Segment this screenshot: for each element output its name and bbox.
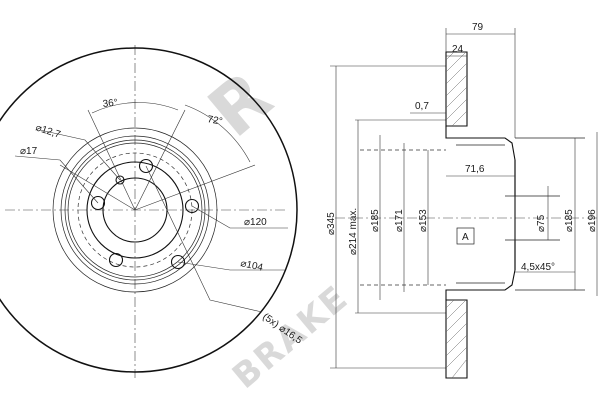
d75-label: ⌀75 bbox=[536, 214, 547, 232]
d196-label: ⌀196 bbox=[587, 209, 598, 232]
d185-right-label: ⌀185 bbox=[564, 209, 575, 232]
chamfer-label: 4,5x45° bbox=[521, 262, 555, 273]
hat-bottom-profile bbox=[445, 240, 516, 300]
hatching bbox=[445, 51, 468, 379]
section-view: A 79 24 0,7 71,6 4,5x45° ⌀345 ⌀214 max. … bbox=[326, 22, 600, 379]
bolt-hole bbox=[90, 195, 106, 211]
d12-7-leader bbox=[39, 129, 121, 181]
hat-ring-3 bbox=[67, 142, 203, 278]
friction-ring-section-bottom bbox=[445, 299, 468, 379]
depth-label: 71,6 bbox=[465, 164, 485, 175]
d104-label: ⌀104 bbox=[239, 258, 264, 274]
friction-ring-inner-edge bbox=[52, 127, 218, 293]
friction-ring-section-top bbox=[445, 51, 468, 127]
d153-label: ⌀153 bbox=[418, 209, 429, 232]
bolt-pitch-circle bbox=[77, 152, 193, 268]
locating-hole bbox=[115, 175, 125, 185]
width-disc-label: 24 bbox=[452, 44, 464, 55]
d120-leader bbox=[191, 205, 288, 229]
hub-contact-circle bbox=[86, 161, 184, 259]
d104-leader bbox=[177, 261, 285, 271]
holes-leader bbox=[145, 165, 263, 313]
bolt-hole bbox=[138, 158, 154, 174]
bolt-holes bbox=[90, 158, 200, 270]
d17-label: ⌀17 bbox=[20, 146, 38, 157]
hat-ring-2 bbox=[64, 139, 206, 281]
datum-box bbox=[456, 227, 475, 245]
angle-36-arc bbox=[91, 102, 179, 114]
angle-72-label: 72° bbox=[206, 114, 223, 127]
watermark-logo-letter: R bbox=[193, 54, 289, 153]
bolt-hole bbox=[108, 252, 124, 268]
hat-top-profile bbox=[445, 126, 516, 196]
d12-7-label: ⌀12,7 bbox=[34, 122, 62, 140]
angle-ref-line bbox=[134, 164, 256, 211]
d17-leader bbox=[14, 155, 99, 204]
angle-ref-line bbox=[134, 109, 186, 211]
hat-outer-ring bbox=[60, 135, 210, 285]
width-total-label: 79 bbox=[472, 22, 484, 33]
angle-72-arc bbox=[184, 104, 251, 163]
bolt-hole bbox=[184, 198, 200, 214]
d214-label: ⌀214 max. bbox=[348, 208, 359, 255]
angle-36-label: 36° bbox=[102, 97, 118, 110]
d185-left-label: ⌀185 bbox=[370, 209, 381, 232]
d345-label: ⌀345 bbox=[326, 212, 337, 235]
d171-label: ⌀171 bbox=[394, 209, 405, 232]
angle-ref-line bbox=[87, 109, 136, 211]
bolt-hole bbox=[170, 254, 186, 270]
thickness-min-label: 0,7 bbox=[415, 101, 429, 112]
datum-label: A bbox=[462, 232, 469, 243]
disc-outer-edge bbox=[0, 47, 298, 373]
angle-ref-line bbox=[59, 164, 136, 211]
d120-label: ⌀120 bbox=[244, 217, 267, 228]
